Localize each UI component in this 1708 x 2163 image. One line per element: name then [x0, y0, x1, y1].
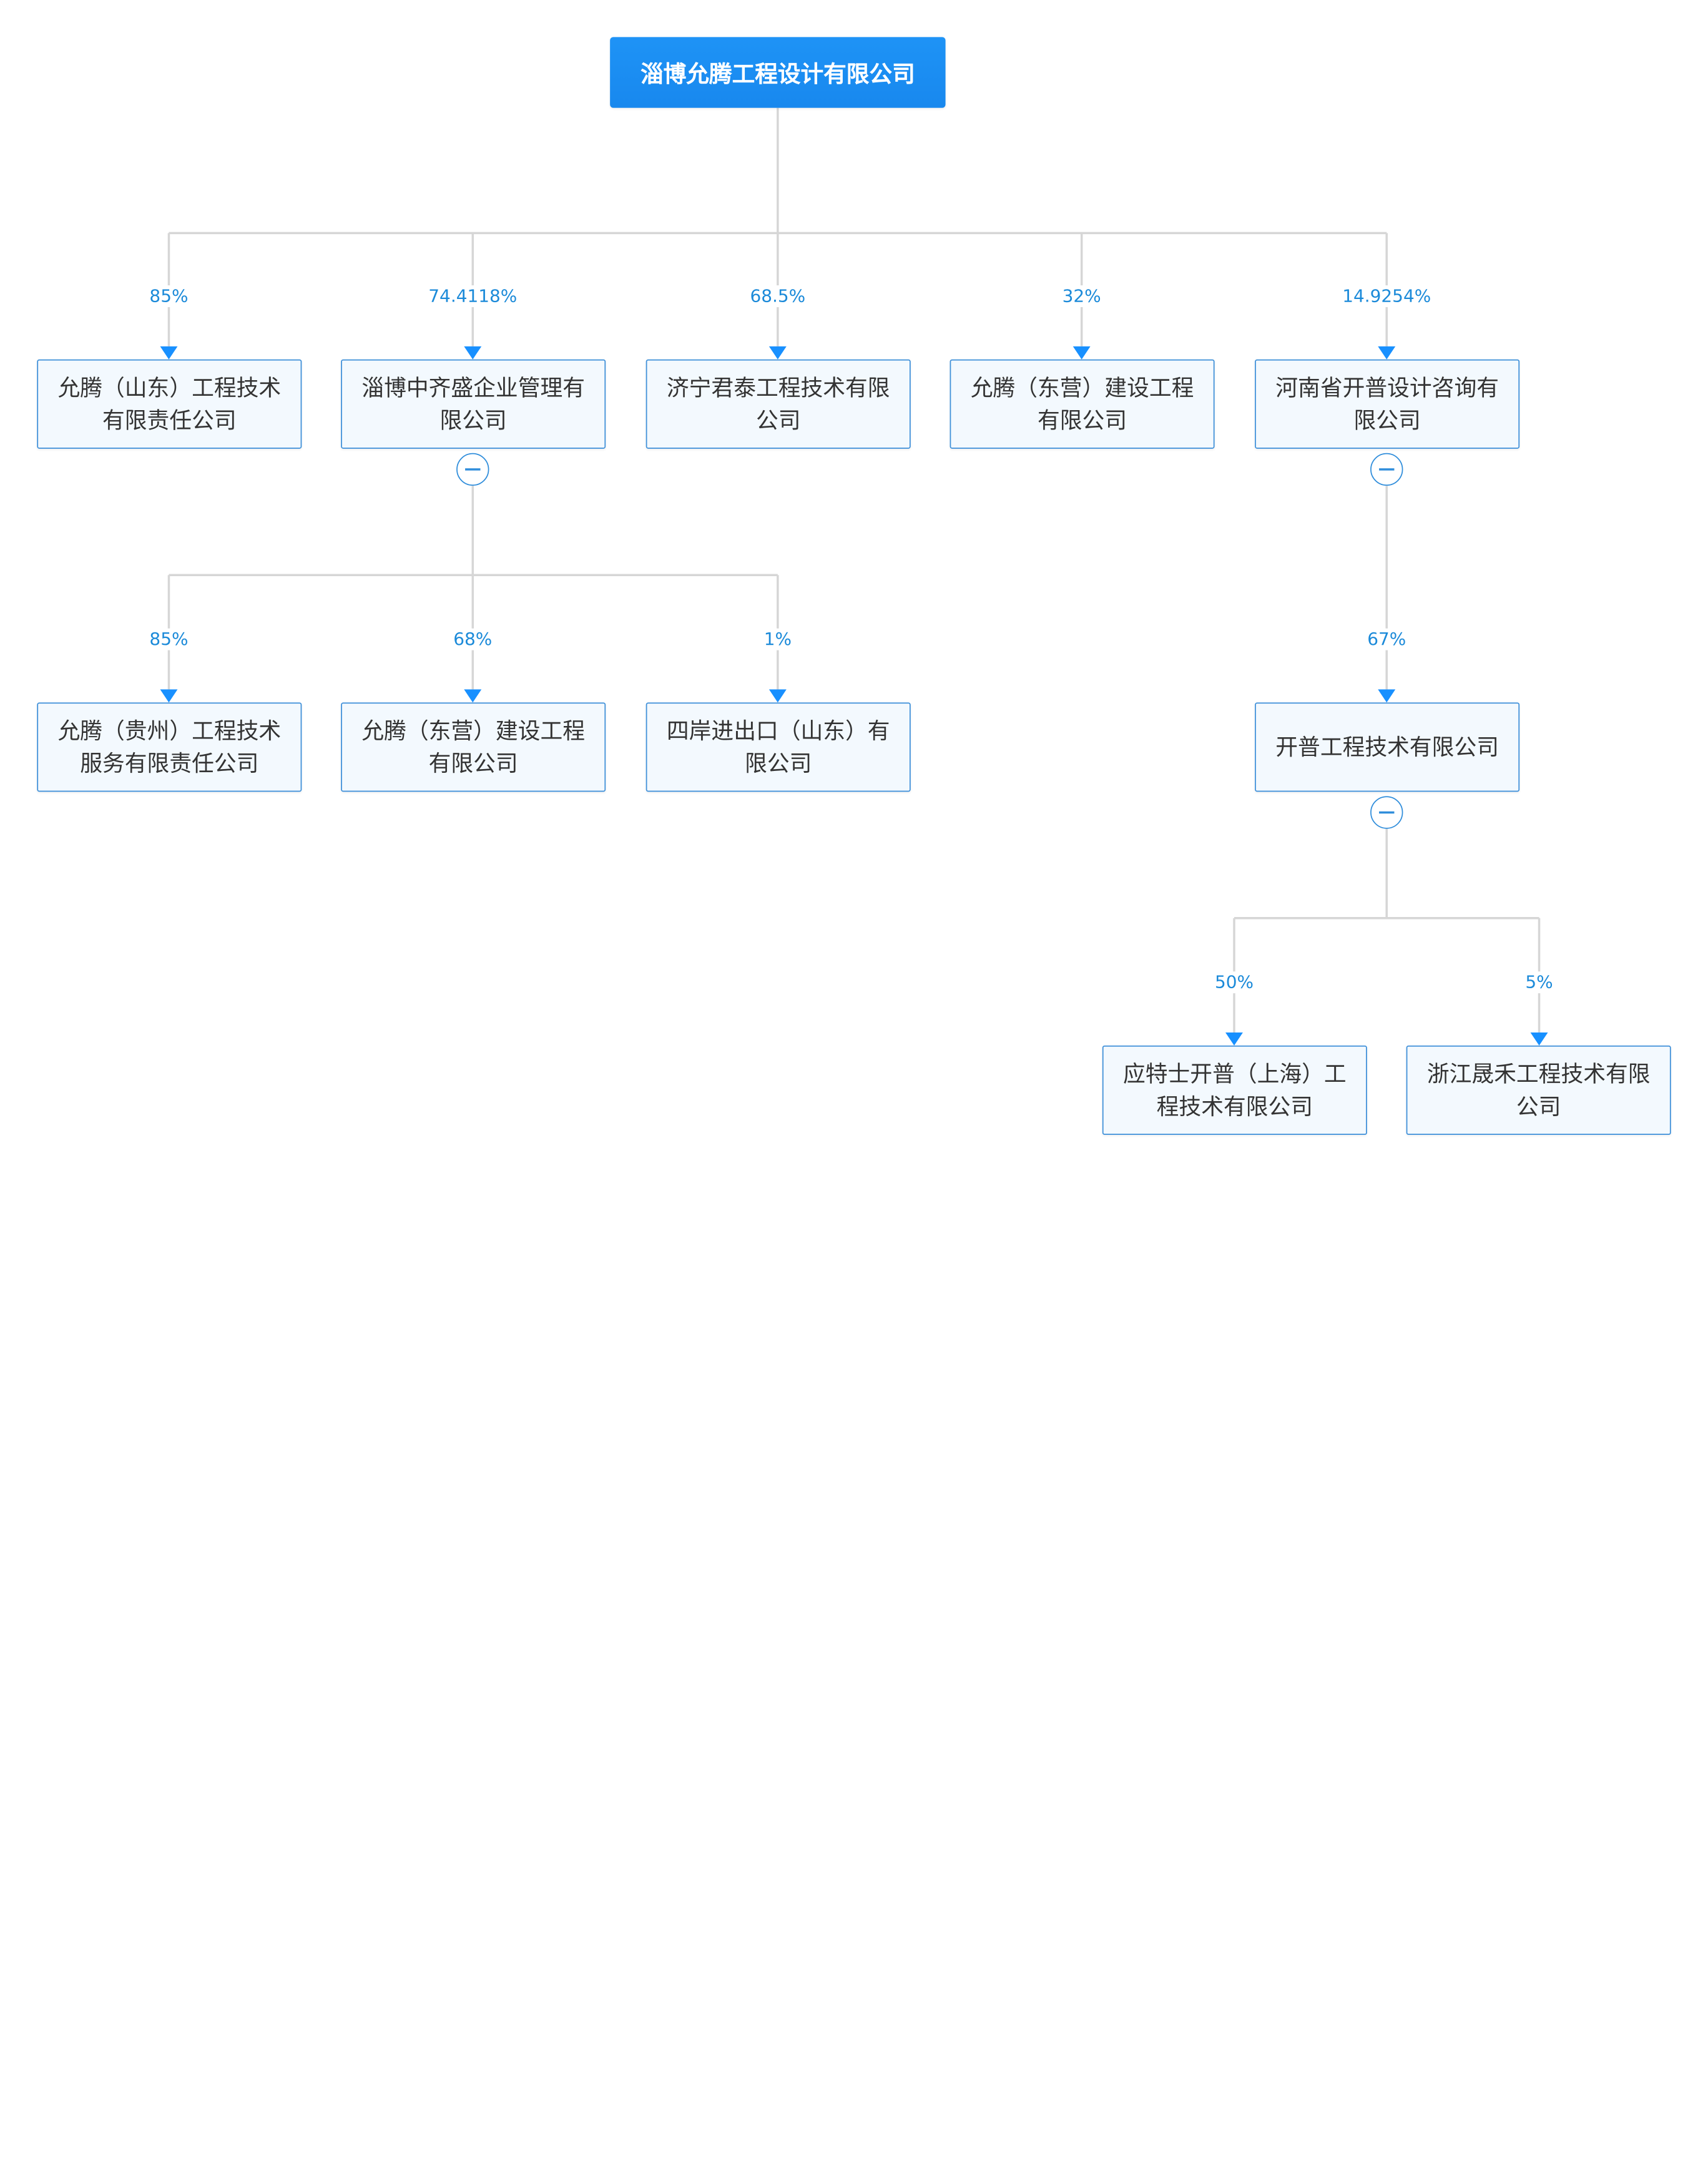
company-label: 济宁君泰工程技术有限公司 [666, 375, 890, 434]
company-label: 允腾（东营）建设工程有限公司 [970, 375, 1194, 434]
collapse-icon[interactable] [456, 453, 489, 486]
share-percent-label: 68% [407, 628, 538, 650]
company-node-jining-juntai[interactable]: 济宁君泰工程技术有限公司 [645, 359, 911, 449]
company-node-yunteng-dongying[interactable]: 允腾（东营）建设工程有限公司 [950, 359, 1215, 449]
arrow-head-icon [1530, 1032, 1548, 1046]
company-label: 浙江晟禾工程技术有限公司 [1426, 1061, 1651, 1120]
company-node-siyan-import-export[interactable]: 四岸进出口（山东）有限公司 [645, 702, 911, 792]
company-label: 允腾（山东）工程技术有限责任公司 [57, 375, 282, 434]
company-label: 四岸进出口（山东）有限公司 [666, 717, 890, 777]
share-percent-label: 85% [103, 628, 235, 650]
share-percent-label: 74.4118% [407, 285, 538, 308]
arrow-heads [160, 346, 1548, 1046]
arrow-head-icon [464, 689, 482, 703]
company-label: 淄博中齐盛企业管理有限公司 [361, 375, 586, 434]
share-percent-label: 32% [1016, 285, 1147, 308]
company-label: 应特士开普（上海）工程技术有限公司 [1122, 1061, 1347, 1120]
company-label: 河南省开普设计咨询有限公司 [1275, 375, 1499, 434]
arrow-head-icon [1378, 689, 1396, 703]
company-node-yunteng-dongying-2[interactable]: 允腾（东营）建设工程有限公司 [341, 702, 606, 792]
arrow-head-icon [464, 346, 482, 360]
connector-lines [160, 107, 1548, 1046]
share-percent-label: 67% [1321, 628, 1452, 650]
root-company-node[interactable]: 淄博允腾工程设计有限公司 [610, 37, 946, 108]
arrow-head-icon [1225, 1032, 1243, 1046]
share-percent-label: 1% [712, 628, 843, 650]
collapse-icon[interactable] [1370, 796, 1403, 829]
company-node-yingteshi-kaipu[interactable]: 应特士开普（上海）工程技术有限公司 [1102, 1045, 1367, 1135]
company-node-kaipu-engineering[interactable]: 开普工程技术有限公司 [1255, 702, 1520, 792]
company-node-henan-kaipu[interactable]: 河南省开普设计咨询有限公司 [1255, 359, 1520, 449]
root-company-label: 淄博允腾工程设计有限公司 [640, 60, 915, 87]
arrow-head-icon [768, 689, 787, 703]
arrow-head-icon [1072, 346, 1091, 360]
arrow-head-icon [160, 346, 178, 360]
company-label: 允腾（贵州）工程技术服务有限责任公司 [57, 717, 282, 777]
company-node-zhejiang-shenghe[interactable]: 浙江晟禾工程技术有限公司 [1406, 1045, 1671, 1135]
share-percent-label: 85% [103, 285, 235, 308]
arrow-head-icon [160, 689, 178, 703]
company-label: 开普工程技术有限公司 [1275, 733, 1499, 760]
arrow-head-icon [768, 346, 787, 360]
share-percent-label: 68.5% [712, 285, 843, 308]
collapse-icon[interactable] [1370, 453, 1403, 486]
share-percent-label: 50% [1169, 971, 1300, 994]
company-node-yunteng-shandong[interactable]: 允腾（山东）工程技术有限责任公司 [37, 359, 302, 449]
arrow-head-icon [1378, 346, 1396, 360]
company-node-yunteng-guizhou[interactable]: 允腾（贵州）工程技术服务有限责任公司 [37, 702, 302, 792]
share-percent-label: 14.9254% [1321, 285, 1452, 308]
company-label: 允腾（东营）建设工程有限公司 [361, 717, 586, 777]
share-percent-label: 5% [1473, 971, 1605, 994]
company-node-zibo-zhongqisheng[interactable]: 淄博中齐盛企业管理有限公司 [341, 359, 606, 449]
